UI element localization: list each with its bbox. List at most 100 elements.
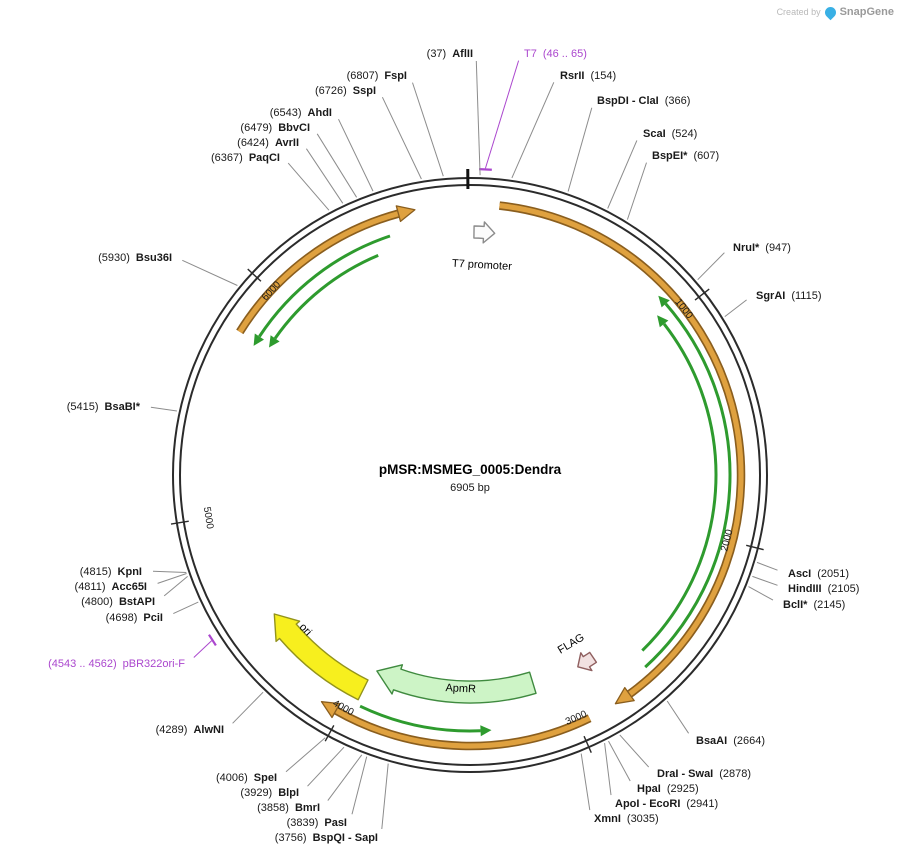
- site-label-aflii: (37)AflII: [427, 48, 473, 60]
- watermark-created-by-label: Created by: [776, 7, 821, 17]
- site-callout-aflii: [475, 60, 481, 176]
- annotation-tick-t7: [478, 168, 492, 171]
- site-callout-sgrai: [724, 299, 747, 317]
- site-position: (6479): [240, 122, 272, 134]
- site-callout-nrui: [697, 252, 725, 281]
- site-position: (6726): [315, 85, 347, 97]
- feature-label-t7-promoter: T7 promoter: [452, 258, 513, 273]
- site-name: BmrI: [295, 802, 320, 814]
- site-position: (46 .. 65): [543, 48, 587, 60]
- site-label-apoi-ecori: ApoI - EcoRI(2941): [615, 798, 718, 810]
- green-topleft-outer-arc: [258, 234, 391, 338]
- apmr-block-arrow: [376, 664, 537, 704]
- site-position: (6367): [211, 152, 243, 164]
- green-bottom-arc: [359, 704, 481, 733]
- site-callout-drai-swai: [619, 734, 650, 768]
- backbone-inner-ring: [179, 184, 761, 766]
- site-position: (4698): [106, 612, 138, 624]
- feature-label-flag: FLAG: [556, 631, 587, 656]
- site-callout-fspi: [412, 82, 444, 177]
- site-position: (3858): [257, 802, 289, 814]
- site-name: FspI: [384, 70, 407, 82]
- site-name: BbvCI: [278, 122, 310, 134]
- feature-flag: FLAG: [556, 631, 598, 672]
- site-callout-bbvci: [316, 133, 358, 198]
- plasmid-length: 6905 bp: [450, 482, 490, 494]
- site-label-fspi: (6807) FspI: [347, 70, 407, 82]
- site-name: PasI: [324, 817, 347, 829]
- scale-tick-3000: [583, 735, 592, 753]
- site-name: BsaAI: [696, 735, 727, 747]
- site-label-bmri: (3858) BmrI: [257, 802, 320, 814]
- feature-ori: ori: [273, 613, 369, 701]
- scale-tick-2000: [746, 544, 764, 551]
- site-position: (6424): [237, 137, 269, 149]
- site-name: XmnI: [594, 813, 621, 825]
- plasmid-name: pMSR:MSMEG_0005:Dendra: [379, 462, 562, 477]
- green-right-outer-arc: [644, 302, 732, 669]
- site-callout-t7: [484, 60, 520, 169]
- backbone-outer-ring: [172, 177, 768, 773]
- site-label-asci: AscI(2051): [788, 568, 849, 580]
- site-name: NruI*: [733, 242, 760, 254]
- site-position: (366): [665, 95, 691, 107]
- site-label-bcli: BclI*(2145): [783, 599, 845, 611]
- site-callout-pasi: [351, 756, 368, 815]
- site-position: (2878): [719, 768, 751, 780]
- site-callout-ahdi: [338, 118, 374, 192]
- cds-right-arc-outline: [499, 201, 746, 698]
- site-name: AvrII: [275, 137, 299, 149]
- site-position: (1115): [791, 290, 821, 302]
- site-callout-rsrii: [511, 82, 555, 179]
- site-label-t7: T7(46 .. 65): [524, 48, 587, 60]
- site-callout-pbr322ori-f: [193, 640, 212, 658]
- scale-tick-4000: [324, 725, 335, 742]
- feature-t7-promoter: T7 promoter: [452, 221, 513, 273]
- site-label-bbvci: (6479) BbvCI: [240, 122, 310, 134]
- site-name: SpeI: [254, 772, 277, 784]
- site-label-nrui: NruI*(947): [733, 242, 791, 254]
- snapgene-logo-icon: [822, 4, 838, 20]
- site-position: (4811): [75, 581, 106, 593]
- scale-tick-5000: [170, 520, 189, 525]
- site-name: SgrAI: [756, 290, 785, 302]
- site-label-bsabi: (5415)BsaBI*: [67, 401, 141, 413]
- feature-green-right-outer: [644, 295, 732, 669]
- site-position: (2941): [686, 798, 718, 810]
- site-position: (4543 .. 4562): [48, 658, 117, 670]
- site-position: (3839): [287, 817, 319, 829]
- site-callout-blpi: [307, 746, 345, 787]
- site-name: BlpI: [278, 787, 299, 799]
- site-label-pbr322ori-f: (4543 .. 4562) pBR322ori-F: [48, 658, 185, 670]
- cds-topleft-arc: [237, 211, 400, 334]
- flag-block-arrow: [577, 651, 598, 672]
- cds-right-arc: [499, 203, 744, 697]
- site-position: (607): [693, 150, 719, 162]
- site-label-scai: ScaI(524): [643, 128, 697, 140]
- site-name: PaqCI: [249, 152, 280, 164]
- site-callout-kpni: [152, 570, 187, 573]
- site-name: pBR322ori-F: [123, 658, 186, 670]
- site-position: (6807): [347, 70, 379, 82]
- site-label-sspi: (6726)SspI: [315, 85, 376, 97]
- site-callout-avrii: [305, 148, 344, 204]
- site-callout-bmri: [327, 754, 363, 801]
- site-position: (524): [672, 128, 698, 140]
- site-position: (2051): [817, 568, 849, 580]
- green-topleft-inner-arc: [273, 254, 379, 340]
- site-label-bspdi-clai: BspDI - ClaI (366): [597, 95, 690, 107]
- site-label-kpni: (4815)KpnI: [80, 566, 142, 578]
- site-position: (3035): [627, 813, 659, 825]
- site-name: BspDI - ClaI: [597, 95, 659, 107]
- green-bottom-arrowhead: [480, 725, 492, 737]
- site-label-drai-swai: DraI - SwaI(2878): [657, 768, 751, 780]
- site-name: BspEI*: [652, 150, 688, 162]
- site-position: (3756): [275, 832, 307, 844]
- site-name: BstAPI: [119, 596, 155, 608]
- site-label-ahdi: (6543)AhdI: [270, 107, 332, 119]
- green-right-outer-arrowhead: [658, 295, 670, 308]
- site-label-alwni: (4289)AlwNI: [156, 724, 224, 736]
- site-name: AlwNI: [193, 724, 224, 736]
- cds-bottom-arrowhead: [320, 701, 341, 719]
